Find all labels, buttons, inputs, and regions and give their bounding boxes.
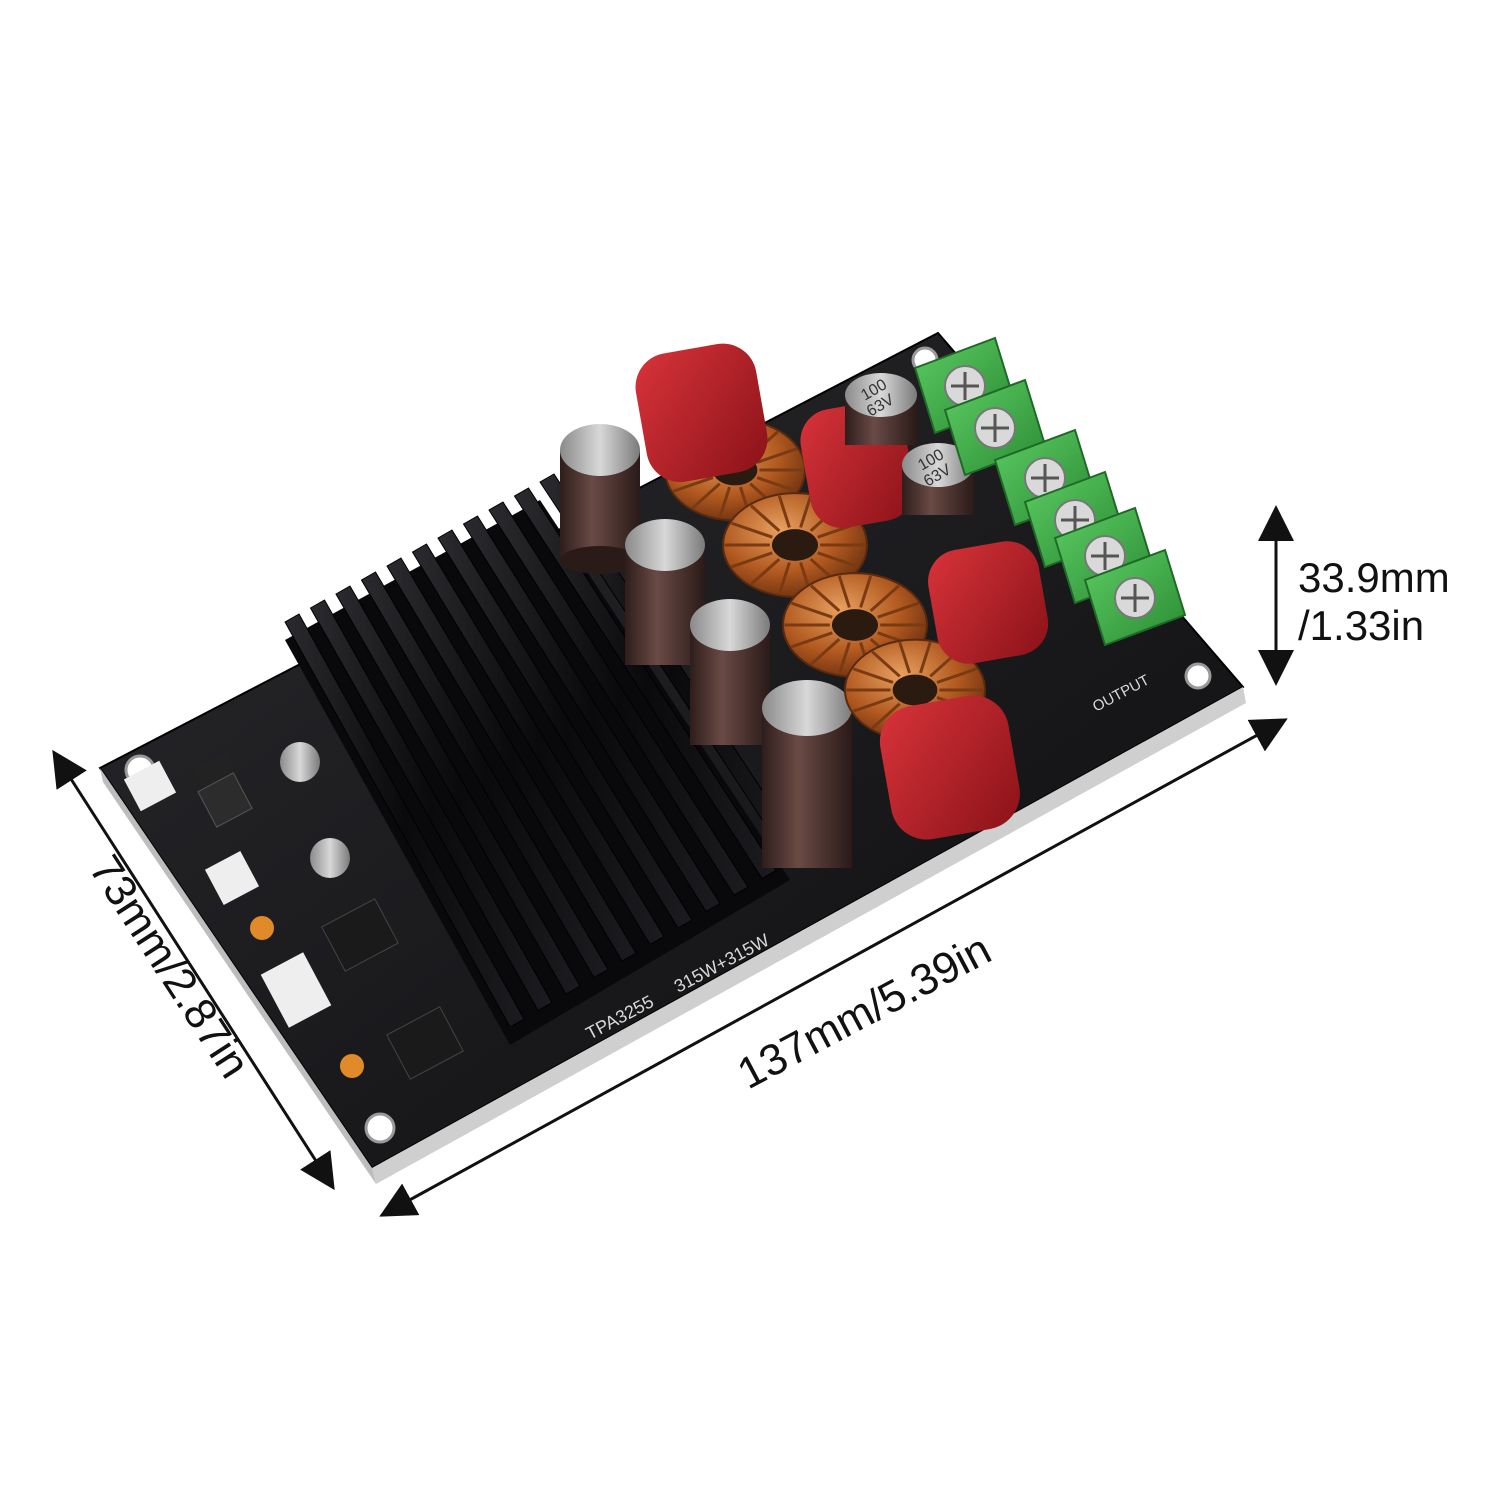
film-capacitor bbox=[635, 343, 768, 482]
electrolytic-capacitor bbox=[560, 424, 640, 574]
height-dimension-text-line1: 33.9mm bbox=[1298, 554, 1450, 601]
electrolytic-capacitor bbox=[625, 519, 705, 665]
output-terminal-block bbox=[913, 336, 1187, 647]
height-dimension: 33.9mm /1.33in bbox=[1258, 505, 1450, 686]
electrolytic-capacitor bbox=[690, 599, 770, 745]
film-capacitor bbox=[879, 695, 1020, 840]
height-dimension-text-line2: /1.33in bbox=[1298, 602, 1424, 649]
electrolytic-capacitor bbox=[762, 680, 852, 868]
small-capacitor: 100 63V bbox=[845, 373, 917, 445]
screw-terminal bbox=[1083, 548, 1187, 647]
film-capacitor bbox=[928, 541, 1049, 664]
small-capacitor: 100 63V bbox=[902, 443, 974, 515]
